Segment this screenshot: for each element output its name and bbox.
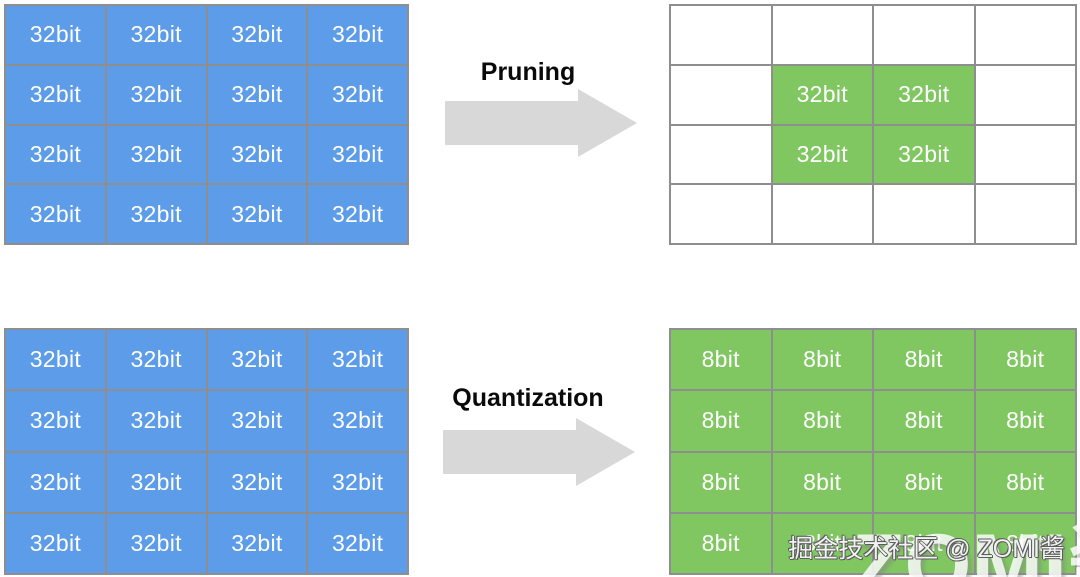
grid-cell: 8bit <box>670 512 772 574</box>
grid-cell <box>670 5 772 65</box>
grid-cell: 8bit <box>873 512 975 574</box>
grid-cell: 32bit <box>771 124 873 185</box>
grid-cell: 32bit <box>5 329 106 391</box>
grid-cell: 8bit <box>974 390 1076 452</box>
grid-cell: 32bit <box>307 64 408 125</box>
grid-cell: 32bit <box>307 512 408 574</box>
grid-cell: 32bit <box>105 390 207 452</box>
grid-cell: 8bit <box>771 512 873 574</box>
grid-cell: 32bit <box>5 64 106 125</box>
grid-cell: 32bit <box>5 390 106 452</box>
grid-cell: 32bit <box>206 451 308 513</box>
grid-cell: 32bit <box>105 124 207 185</box>
grid-cell: 32bit <box>5 451 106 513</box>
grid-cell: 8bit <box>974 512 1076 574</box>
grid-cell: 32bit <box>105 451 207 513</box>
pruning-label: Pruning <box>480 58 576 86</box>
grid-cell <box>771 5 873 65</box>
grid-cell: 8bit <box>873 451 975 513</box>
grid-cell <box>670 64 772 125</box>
grid-cell: 32bit <box>105 512 207 574</box>
grid-cell: 8bit <box>873 390 975 452</box>
grid-cell: 32bit <box>105 329 207 391</box>
grid-cell: 32bit <box>307 124 408 185</box>
grid-cell: 32bit <box>771 64 873 125</box>
grid-cell: 32bit <box>5 512 106 574</box>
grid-cell: 8bit <box>974 329 1076 391</box>
grid-cell <box>974 184 1076 244</box>
grid-cell <box>771 184 873 244</box>
grid-cell <box>974 124 1076 185</box>
grid-cell: 32bit <box>105 64 207 125</box>
right-arrow-icon <box>443 418 635 486</box>
grid-cell: 8bit <box>670 451 772 513</box>
grid-cell: 8bit <box>670 329 772 391</box>
grid-cell <box>670 184 772 244</box>
grid-cell <box>873 5 975 65</box>
grid-cell: 32bit <box>307 390 408 452</box>
grid-cell: 32bit <box>307 451 408 513</box>
grid-cell <box>974 64 1076 125</box>
grid-cell <box>670 124 772 185</box>
grid-cell: 32bit <box>206 512 308 574</box>
grid-cell: 8bit <box>974 451 1076 513</box>
grid-cell: 8bit <box>873 329 975 391</box>
grid-cell: 32bit <box>5 124 106 185</box>
grid-cell: 32bit <box>206 184 308 244</box>
grid-cell: 8bit <box>771 451 873 513</box>
grid-cell: 32bit <box>105 5 207 65</box>
grid-cell: 32bit <box>206 5 308 65</box>
grid-cell: 32bit <box>5 184 106 244</box>
grid-cell <box>974 5 1076 65</box>
grid-cell: 32bit <box>873 64 975 125</box>
grid-cell <box>873 184 975 244</box>
quantization-label: Quantization <box>452 384 604 412</box>
grid-cell: 32bit <box>873 124 975 185</box>
grid-cell: 32bit <box>307 5 408 65</box>
grid-cell: 32bit <box>206 329 308 391</box>
grid-cell: 8bit <box>771 329 873 391</box>
grid-cell: 32bit <box>206 124 308 185</box>
grid-cell: 32bit <box>206 64 308 125</box>
grid-cell: 32bit <box>5 5 106 65</box>
grid-cell: 8bit <box>771 390 873 452</box>
grid-cell: 32bit <box>105 184 207 244</box>
grid-cell: 32bit <box>307 184 408 244</box>
right-arrow-icon <box>445 89 637 157</box>
grid-cell: 32bit <box>307 329 408 391</box>
grid-cell: 8bit <box>670 390 772 452</box>
grid-cell: 32bit <box>206 390 308 452</box>
